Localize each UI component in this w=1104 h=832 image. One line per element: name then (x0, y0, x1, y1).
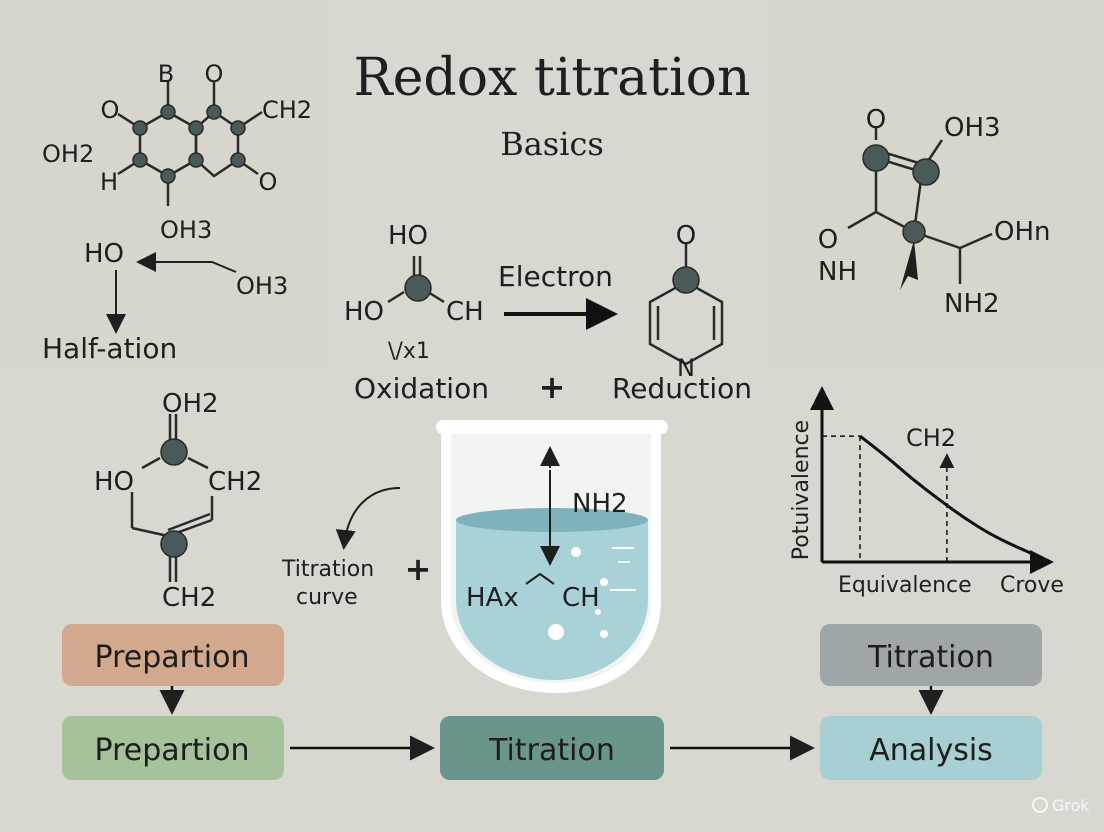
atom-label: H (100, 168, 118, 196)
atom-label: NH (818, 257, 857, 287)
flow-diagram: Prepartion Titration Prepartion Titratio… (62, 624, 1042, 780)
reduction-label: Reduction (612, 372, 752, 405)
atom-label: CH2 (208, 467, 262, 497)
atom-label: OHn (994, 217, 1051, 247)
plus-sign: + (539, 368, 566, 406)
atom-label: O (101, 96, 120, 124)
page-title: Redox titration (354, 48, 751, 108)
liquid-label-right: CH (562, 583, 600, 613)
atom-label: HO (94, 467, 134, 497)
half-reaction-caption: Half-ation (42, 332, 177, 365)
watermark-icon (1032, 797, 1048, 813)
curve-note-line1: Titration (281, 557, 374, 582)
half-reaction-arrow (136, 252, 237, 273)
box-titration-bottom (440, 716, 664, 780)
box-preparation-bottom (62, 716, 284, 780)
watermark-text: Grok (1052, 796, 1090, 815)
panel-top-left (0, 0, 330, 370)
product-molecule (648, 244, 724, 366)
reactant-label: CH (446, 297, 484, 327)
atom-label: CH2 (262, 96, 312, 124)
atom-label: O (259, 168, 278, 196)
atom-label: O (818, 225, 838, 255)
atom-label: O (866, 105, 886, 135)
atom-label: NH2 (944, 289, 1000, 319)
reactant-label: HO (344, 297, 384, 327)
chart-annotation: CH2 (906, 424, 956, 452)
box-titration-bottom-label: Titration (488, 733, 615, 768)
left-atom (160, 438, 188, 466)
liquid-label-left: HAx (466, 583, 519, 613)
page-subtitle: Basics (500, 125, 604, 163)
product-atom (672, 266, 700, 294)
atom-label: OH3 (944, 113, 1001, 143)
atom-label: B (158, 60, 174, 88)
liquid-bond (525, 572, 555, 585)
top-left-molecule (117, 80, 263, 206)
panel-top-right (770, 0, 1104, 370)
box-preparation-bottom-label: Prepartion (95, 733, 250, 768)
half-reaction-right: OH3 (236, 272, 288, 300)
electron-label: Electron (498, 260, 613, 293)
left-atom (160, 530, 188, 558)
chart-x-label: Crove (1000, 573, 1064, 598)
top-right-atoms (862, 144, 940, 244)
atom-label: O (205, 60, 224, 88)
box-analysis (820, 716, 1042, 780)
box-analysis-label: Analysis (869, 733, 993, 768)
top-left-atoms (132, 104, 246, 184)
box-titration-top (820, 624, 1042, 686)
product-oxygen: O (676, 221, 696, 251)
reactant-subscript: \/x1 (388, 339, 430, 364)
beaker-nh2-label: NH2 (572, 489, 628, 519)
oxidation-label: Oxidation (354, 372, 489, 405)
chart-y-label: Potuivalence (789, 420, 814, 560)
reactant-atom (404, 274, 432, 302)
atom-label: OH2 (162, 389, 219, 419)
chart-x-label: Equivalence (838, 573, 972, 598)
curve-note-line2: curve (296, 585, 358, 610)
atom-label: CH2 (162, 583, 216, 613)
product-nitrogen: N (677, 354, 695, 382)
curve-note-arrow (335, 487, 401, 550)
left-molecule (130, 414, 214, 582)
box-preparation-top-label: Prepartion (95, 640, 250, 675)
wedge-bond (900, 240, 918, 290)
curve-note-plus: + (405, 550, 432, 588)
box-preparation-top (62, 624, 284, 686)
box-titration-top-label: Titration (867, 640, 994, 675)
atom-label: OH2 (42, 140, 94, 168)
atom-label: OH3 (160, 216, 212, 244)
half-reaction-left: HO (84, 239, 124, 269)
chart-series-line (859, 434, 1035, 556)
beaker (436, 420, 668, 694)
watermark: Grok (1032, 796, 1090, 815)
reactant-label: HO (388, 221, 428, 251)
